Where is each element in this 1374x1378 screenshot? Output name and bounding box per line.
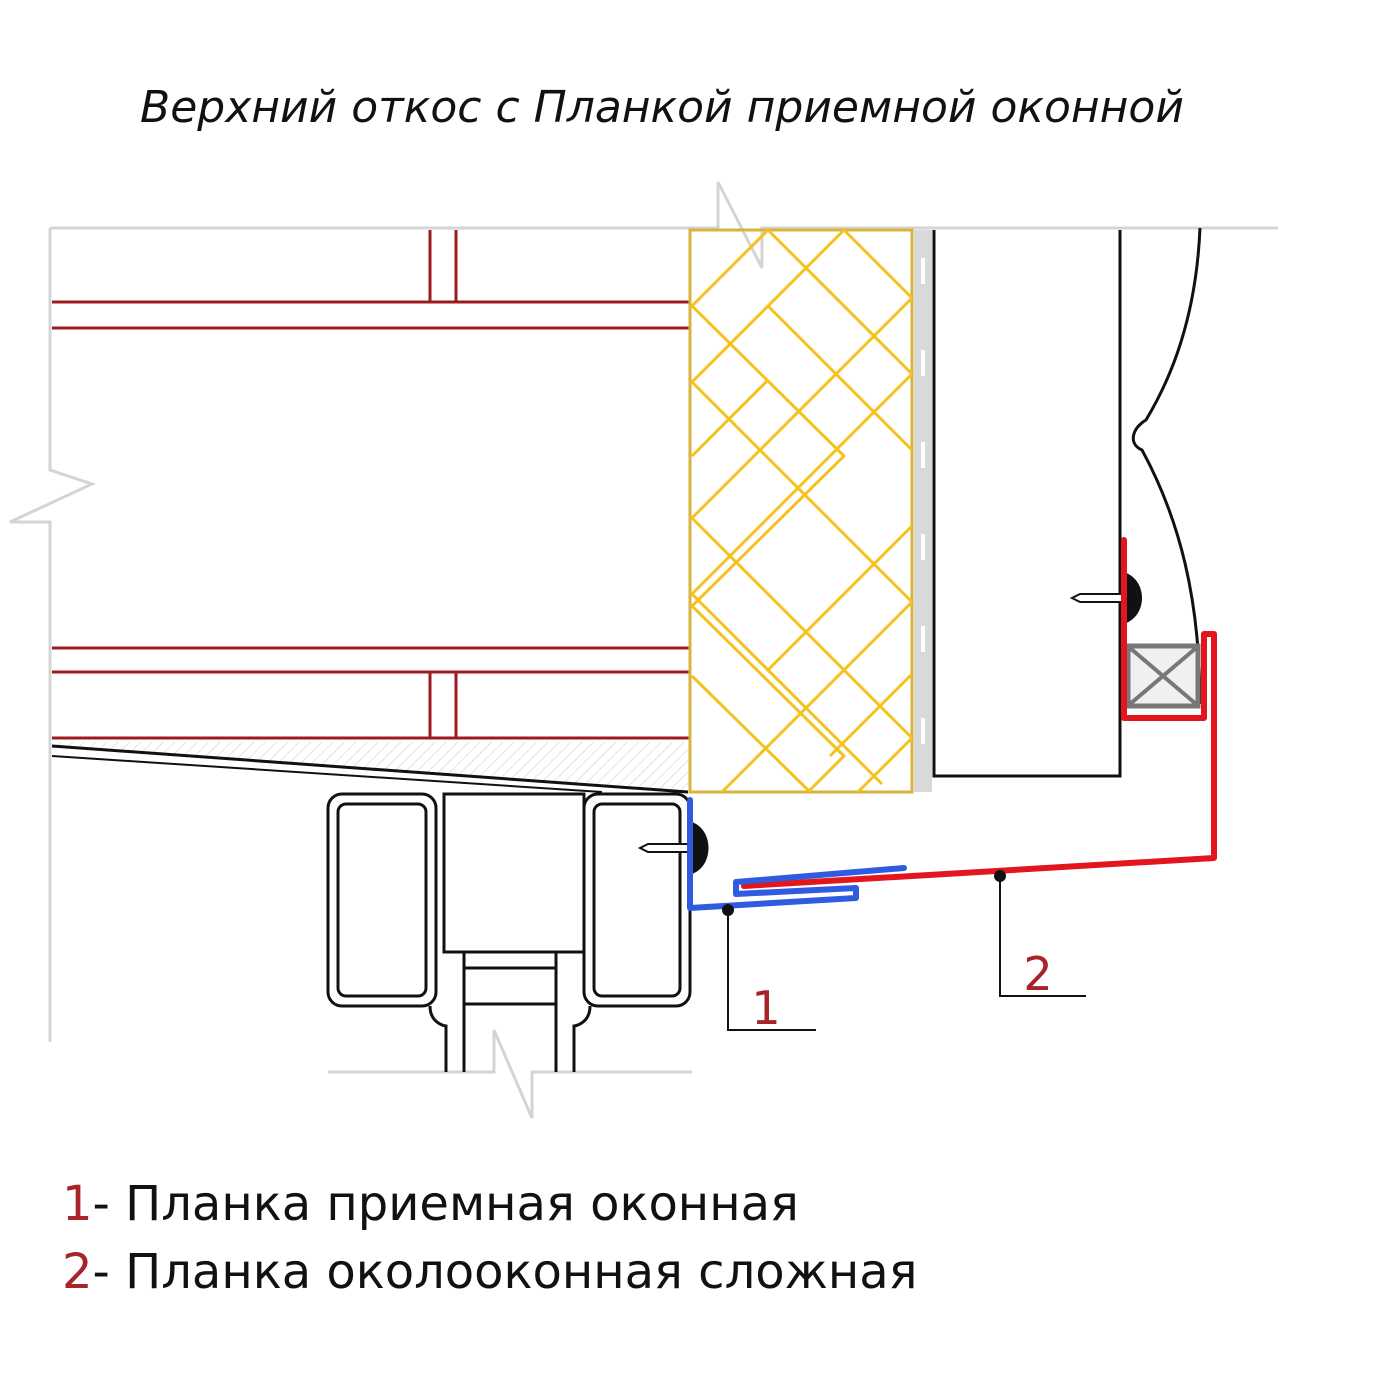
legend-item-1-number: 1 (62, 1176, 93, 1232)
siding-panel (1131, 227, 1202, 705)
legend-item-1-text: - Планка приемная оконная (92, 1176, 799, 1232)
legend-item-2-text: - Планка околооконная сложная (92, 1244, 918, 1300)
wall-break-lines (9, 181, 1278, 1119)
callout-2-leader (994, 870, 1086, 997)
brick-masonry (52, 230, 692, 790)
callout-1-number: 1 (751, 981, 780, 1035)
insulation-layer (688, 228, 915, 794)
lower-screw (637, 822, 709, 874)
facade-batten (932, 230, 1122, 778)
legend-item-2: 2- Планка околооконная сложная (62, 1244, 918, 1300)
legend-item-2-number: 2 (62, 1244, 93, 1300)
plaster-slope (51, 742, 689, 794)
strip-2-red (741, 537, 1217, 889)
callout-2-number: 2 (1023, 947, 1052, 1001)
wood-lath (1125, 643, 1201, 709)
legend-item-1: 1- Планка приемная оконная (62, 1176, 799, 1232)
strip-1-blue (687, 797, 907, 911)
membrane-strip (914, 230, 932, 792)
diagram-title: Верхний откос с Планкой приемной оконной (140, 82, 1184, 133)
upper-screw (1069, 572, 1142, 624)
callout-1-leader (722, 904, 816, 1031)
window-frame (326, 792, 692, 1072)
